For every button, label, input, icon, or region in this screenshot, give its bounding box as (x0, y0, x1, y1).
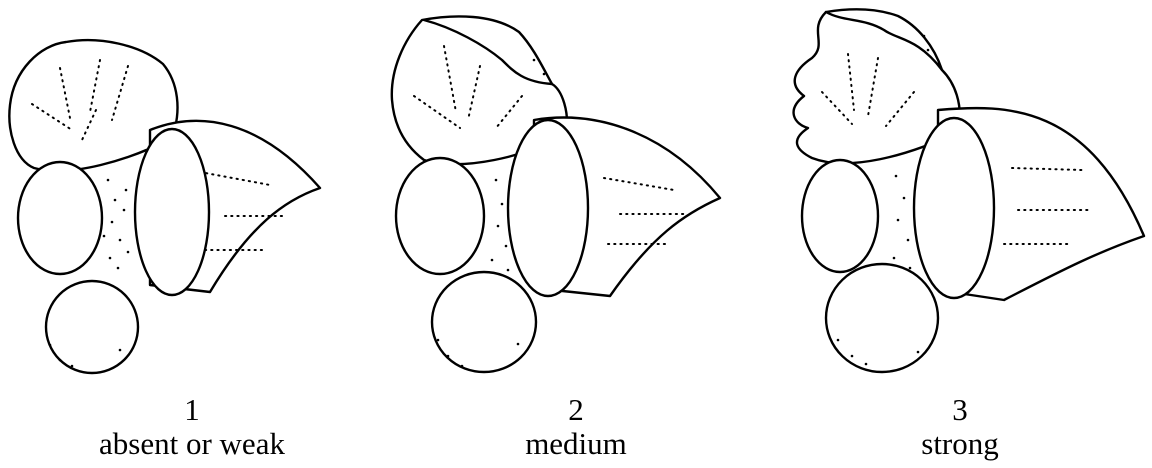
figure-strong: 3 strong (768, 0, 1152, 468)
flower-drawing-medium (384, 0, 768, 390)
flower-drawing-absent-or-weak (0, 0, 384, 390)
right-wing (508, 120, 588, 296)
figure-label: medium (384, 426, 768, 462)
right-wing (914, 118, 994, 298)
keel (826, 264, 938, 372)
figure-absent-or-weak: 1 absent or weak (0, 0, 384, 468)
figure-number: 3 (768, 392, 1152, 428)
figure-medium: 2 medium (384, 0, 768, 468)
figure-number: 1 (0, 392, 384, 428)
flower-drawing-strong (768, 0, 1152, 390)
right-wing (135, 129, 209, 295)
figure-label: strong (768, 426, 1152, 462)
left-wing (802, 160, 878, 272)
figure-number: 2 (384, 392, 768, 428)
left-wing (396, 158, 484, 274)
figure-label: absent or weak (0, 426, 384, 462)
left-wing (18, 162, 102, 274)
